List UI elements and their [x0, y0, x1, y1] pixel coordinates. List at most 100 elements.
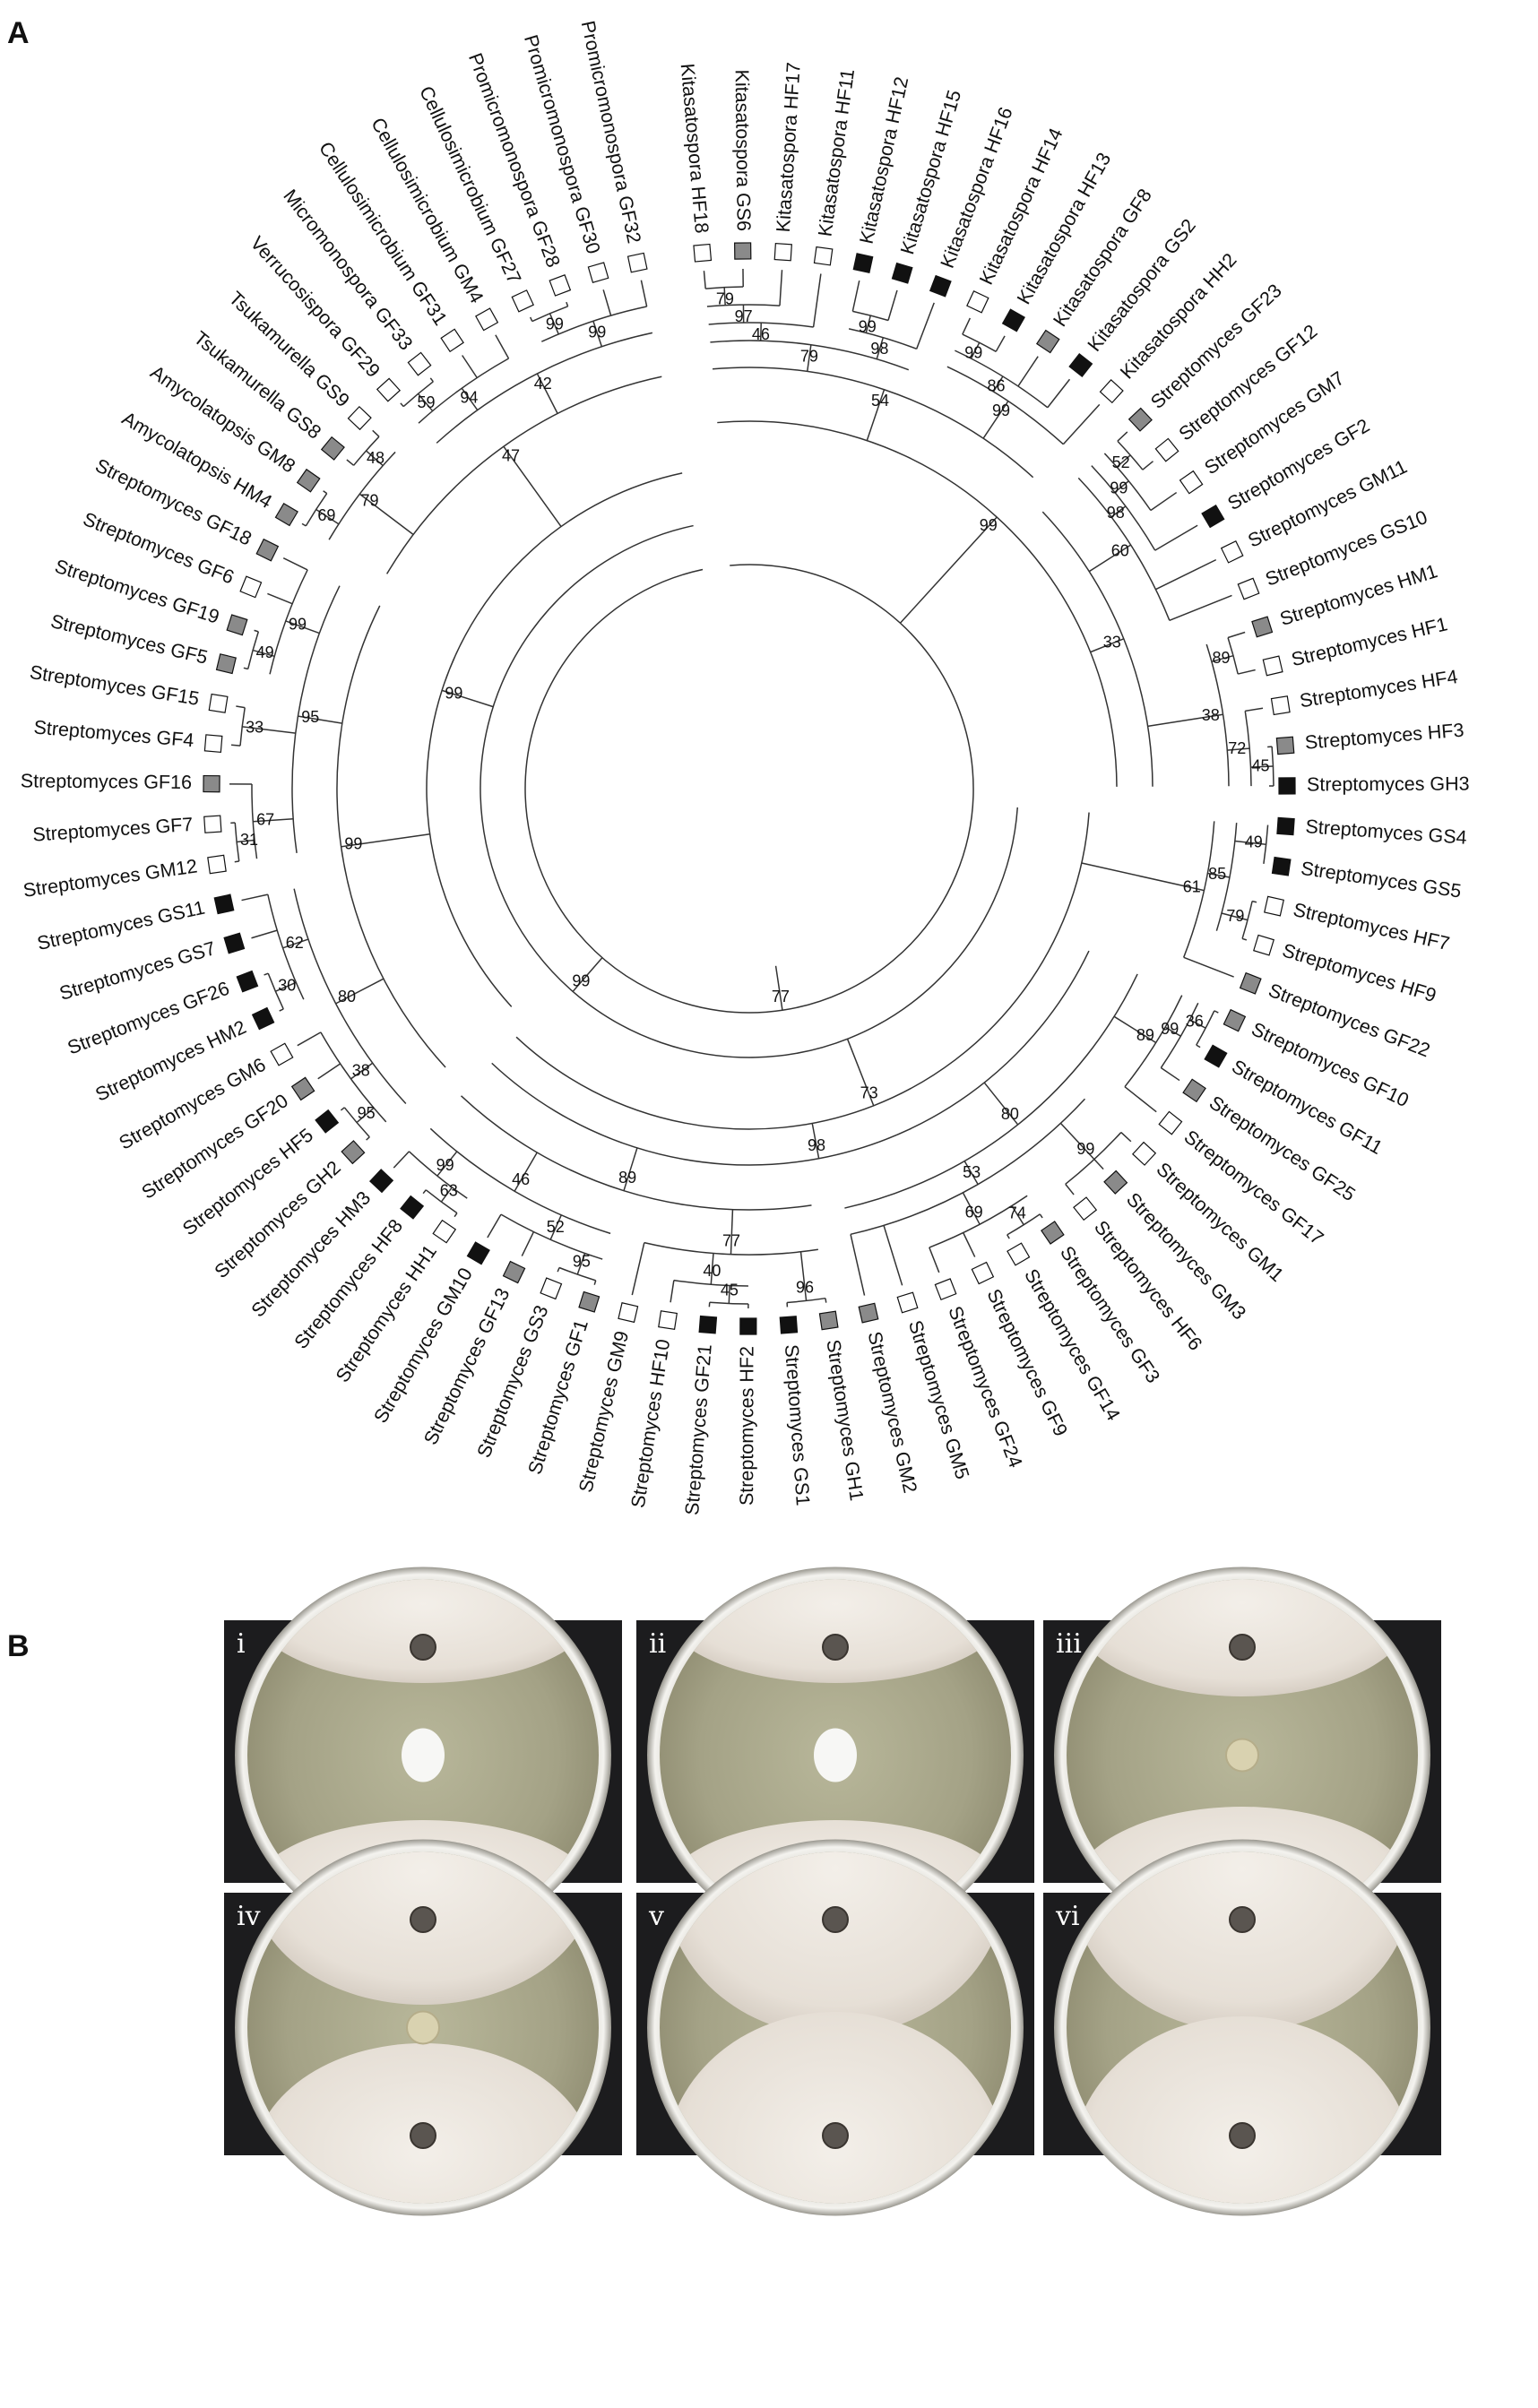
branch	[1007, 1234, 1010, 1239]
tree-marker	[1035, 329, 1060, 354]
bootstrap-value: 47	[502, 446, 520, 464]
branch	[1090, 638, 1125, 653]
tree-marker	[270, 1042, 294, 1066]
bootstrap-value: 73	[860, 1083, 878, 1101]
branch	[970, 341, 981, 359]
plate-label: vi	[1055, 1901, 1080, 1932]
tree-leaf-label: Streptomyces GM2	[863, 1330, 920, 1496]
tree-marker	[347, 405, 372, 431]
branch	[723, 287, 726, 306]
branch	[301, 522, 307, 527]
branch	[812, 273, 822, 328]
branch	[359, 493, 414, 536]
tree-marker	[1154, 437, 1179, 462]
branch	[515, 812, 1090, 1130]
branch	[982, 401, 1009, 439]
tree-leaf-label: Streptomyces GH3	[1307, 773, 1470, 796]
tree-marker	[1201, 504, 1225, 529]
bootstrap-value: 98	[808, 1136, 825, 1154]
branch	[524, 564, 974, 1014]
branch	[566, 301, 569, 307]
tree-leaf-label: Streptomyces GH2	[211, 1157, 345, 1282]
branch	[341, 833, 430, 848]
bootstrap-value: 99	[980, 516, 998, 534]
branch	[1154, 524, 1198, 551]
tree-marker	[549, 274, 572, 297]
branch	[353, 436, 380, 466]
tree-marker	[400, 1195, 425, 1220]
bootstrap-value: 69	[965, 1204, 983, 1221]
bootstrap-value: 99	[546, 315, 564, 332]
branch	[536, 373, 558, 414]
branch	[253, 817, 294, 823]
tree-marker	[934, 1278, 957, 1301]
branch	[623, 1147, 638, 1191]
bootstrap-value: 45	[1251, 756, 1269, 774]
bootstrap-value: 54	[871, 392, 889, 410]
tree-leaf-label: Streptomyces GS5	[1300, 858, 1463, 902]
tree-marker	[203, 815, 222, 833]
branch	[454, 1213, 458, 1218]
tree-marker	[236, 970, 259, 993]
branch	[317, 1063, 341, 1080]
branch	[992, 375, 1004, 393]
branch	[811, 1123, 820, 1159]
bootstrap-value: 94	[460, 388, 478, 406]
branch	[426, 472, 683, 1007]
tree-leaf-label: Streptomyces GH1	[822, 1338, 868, 1502]
branch	[728, 1285, 730, 1304]
bootstrap-value: 99	[1076, 1140, 1094, 1158]
branch	[417, 393, 434, 412]
branch	[1088, 544, 1131, 573]
branch	[963, 1161, 979, 1185]
bootstrap-value: 49	[256, 643, 274, 661]
branch	[298, 715, 342, 724]
branch	[297, 1031, 322, 1047]
tree-marker	[971, 1261, 995, 1285]
bootstrap-value: 59	[418, 393, 436, 411]
branch	[402, 381, 434, 408]
tree-marker	[734, 242, 752, 260]
branch	[425, 1189, 458, 1214]
branch	[962, 1192, 981, 1225]
panel-b-label: B	[7, 1629, 30, 1663]
branch	[230, 744, 241, 747]
branch	[1160, 1066, 1180, 1082]
branch	[267, 972, 284, 1010]
branch	[576, 1253, 586, 1275]
tree-marker	[502, 1260, 526, 1284]
tree-leaf-label: Streptomyces HF10	[627, 1338, 675, 1509]
branch	[915, 302, 935, 350]
branch	[593, 1280, 597, 1285]
bootstrap-value: 45	[721, 1281, 739, 1299]
branch	[239, 707, 246, 747]
tree-marker	[203, 734, 223, 753]
tree-leaf-label: Cellulosimicrobium GM4	[367, 114, 488, 306]
tree-marker	[1262, 655, 1283, 677]
branch	[640, 280, 648, 307]
branch	[246, 631, 260, 669]
tree-leaf-label: Streptomyces HF2	[736, 1346, 757, 1506]
branch	[1039, 1213, 1043, 1219]
branch	[480, 524, 1019, 1058]
branch	[572, 957, 603, 992]
branch	[282, 938, 309, 949]
branch	[1227, 747, 1250, 751]
branch	[340, 1107, 345, 1111]
tree-leaf-label: Streptomyces HF4	[1298, 666, 1459, 712]
branch	[436, 1151, 458, 1177]
branch	[1113, 1015, 1157, 1044]
tree-marker	[626, 252, 648, 273]
branch	[393, 1151, 410, 1169]
tree-marker	[315, 1109, 340, 1134]
plate-photo: iv	[224, 1839, 622, 2216]
branch	[1047, 378, 1071, 409]
branch	[1211, 654, 1234, 663]
bootstrap-value: 80	[1001, 1105, 1019, 1123]
plate-label: i	[237, 1628, 246, 1660]
tree-marker	[578, 1290, 601, 1313]
